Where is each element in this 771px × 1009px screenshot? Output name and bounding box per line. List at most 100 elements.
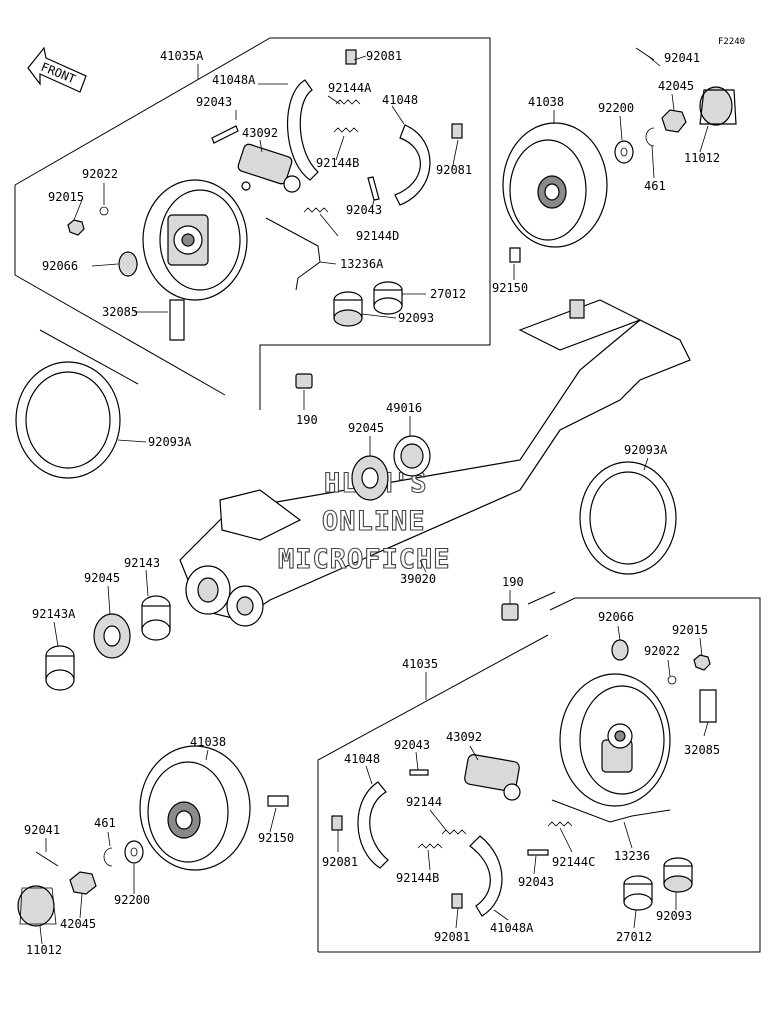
label-32085: 32085 — [102, 305, 138, 319]
right-brake-seal-92093A — [579, 461, 677, 575]
label-39020: 39020 — [400, 572, 436, 586]
label-92144D: 92144D — [356, 229, 399, 243]
label-92144: 92144 — [406, 795, 442, 809]
lower-assembly-frame — [317, 591, 761, 953]
upper-lever-13236A — [265, 217, 321, 291]
label-92066-lower: 92066 — [598, 610, 634, 624]
lower-brake-drum-41038 — [139, 745, 251, 871]
bushing-92143A — [45, 645, 75, 691]
oil-seal-49016 — [393, 435, 431, 477]
lower-ring-461 — [103, 847, 113, 867]
lower-brake-shoe-41048A — [469, 835, 503, 917]
label-27012: 27012 — [430, 287, 466, 301]
label-92144C: 92144C — [552, 855, 595, 869]
label-92144B: 92144B — [316, 156, 359, 170]
label-92015: 92015 — [48, 190, 84, 204]
lower-clip-32085 — [699, 689, 717, 723]
lower-cap-11012 — [17, 885, 57, 927]
label-92015-lower: 92015 — [672, 623, 708, 637]
label-43092-lower: 43092 — [446, 730, 482, 744]
label-92150-upper: 92150 — [492, 281, 528, 295]
lower-cotter-92041 — [35, 851, 59, 867]
upper-ring-461 — [645, 127, 655, 147]
upper-clip-32085 — [169, 299, 185, 341]
label-92144B-lower: 92144B — [396, 871, 439, 885]
upper-ring-92022 — [99, 206, 109, 216]
lower-brake-backing-plate — [559, 673, 671, 807]
left-brake-seal-92093A — [15, 361, 121, 479]
lower-washer-92200 — [124, 840, 144, 864]
label-92150-lower: 92150 — [258, 831, 294, 845]
lower-spring-92144B — [417, 843, 443, 849]
label-92041-lower: 92041 — [24, 823, 60, 837]
lower-pin-92043-b — [527, 849, 549, 856]
label-41048-lower: 41048 — [344, 752, 380, 766]
label-13236: 13236 — [614, 849, 650, 863]
label-32085-lower: 32085 — [684, 743, 720, 757]
axle-housing-39020 — [179, 299, 691, 627]
watermark-line-3: MICROFICHE — [278, 544, 451, 575]
label-92200-upper: 92200 — [598, 101, 634, 115]
upper-spring-92144A — [335, 99, 361, 105]
lower-bushing-27012 — [623, 875, 653, 911]
label-41035: 41035 — [402, 657, 438, 671]
upper-plug-92066 — [118, 251, 138, 277]
label-92093A-left: 92093A — [148, 435, 192, 449]
label-92043-a: 92043 — [196, 95, 232, 109]
label-92045-left: 92045 — [84, 571, 120, 585]
label-92045-center: 92045 — [348, 421, 384, 435]
label-92041-upper: 92041 — [664, 51, 700, 65]
lower-brake-shoe-41048 — [357, 781, 389, 869]
lower-nut-42045 — [69, 871, 97, 895]
label-92093-lower: 92093 — [656, 909, 692, 923]
lower-clip-92081-b — [451, 893, 463, 909]
bearing-92045-center — [351, 455, 389, 501]
label-41048A-lower: 41048A — [490, 921, 534, 935]
upper-brake-shoe-a — [287, 79, 319, 181]
lower-nut-92015 — [693, 654, 711, 671]
figure-code: F2240 — [718, 37, 745, 47]
label-92081-lower-b: 92081 — [434, 930, 470, 944]
label-92066: 92066 — [42, 259, 78, 273]
lower-ring-92022 — [667, 675, 677, 685]
label-92043-b: 92043 — [346, 203, 382, 217]
upper-wheel-cylinder — [237, 143, 301, 193]
label-92200-lower: 92200 — [114, 893, 150, 907]
label-92093: 92093 — [398, 311, 434, 325]
label-41038-upper: 41038 — [528, 95, 564, 109]
upper-clip-92081-b — [451, 123, 463, 139]
upper-spring-92144D — [303, 207, 329, 213]
front-direction-arrow: FRONT — [27, 46, 87, 93]
upper-nut-42045 — [661, 109, 687, 133]
label-41035A: 41035A — [160, 49, 204, 63]
upper-seal-92093 — [333, 291, 363, 327]
bushing-92143 — [141, 595, 171, 641]
bolt-190-lower — [501, 603, 519, 621]
label-41048: 41048 — [382, 93, 418, 107]
label-461-lower: 461 — [94, 816, 116, 830]
upper-bolt-92150 — [509, 247, 521, 263]
label-11012-upper: 11012 — [684, 151, 720, 165]
label-43092: 43092 — [242, 126, 278, 140]
upper-brake-shoe-b — [394, 124, 431, 206]
lower-spring-92144 — [441, 829, 467, 835]
upper-pin-92043-b — [367, 176, 380, 201]
lower-clip-92081-a — [331, 815, 343, 831]
upper-cap-11012 — [699, 86, 737, 126]
label-92081-b: 92081 — [436, 163, 472, 177]
upper-bolt-190 — [295, 373, 313, 389]
label-11012-lower: 11012 — [26, 943, 62, 957]
label-92093A-right: 92093A — [624, 443, 668, 457]
label-42045-upper: 42045 — [658, 79, 694, 93]
label-92143: 92143 — [124, 556, 160, 570]
label-27012-lower: 27012 — [616, 930, 652, 944]
bearing-92045-left — [93, 613, 131, 659]
upper-pin-92043-a — [211, 125, 239, 144]
label-92043-lower-b: 92043 — [518, 875, 554, 889]
label-92143A: 92143A — [32, 607, 76, 621]
upper-bushing-27012 — [373, 281, 403, 315]
lower-seal-92093 — [663, 857, 693, 893]
label-190-lower: 190 — [502, 575, 524, 589]
label-92081-a: 92081 — [366, 49, 402, 63]
